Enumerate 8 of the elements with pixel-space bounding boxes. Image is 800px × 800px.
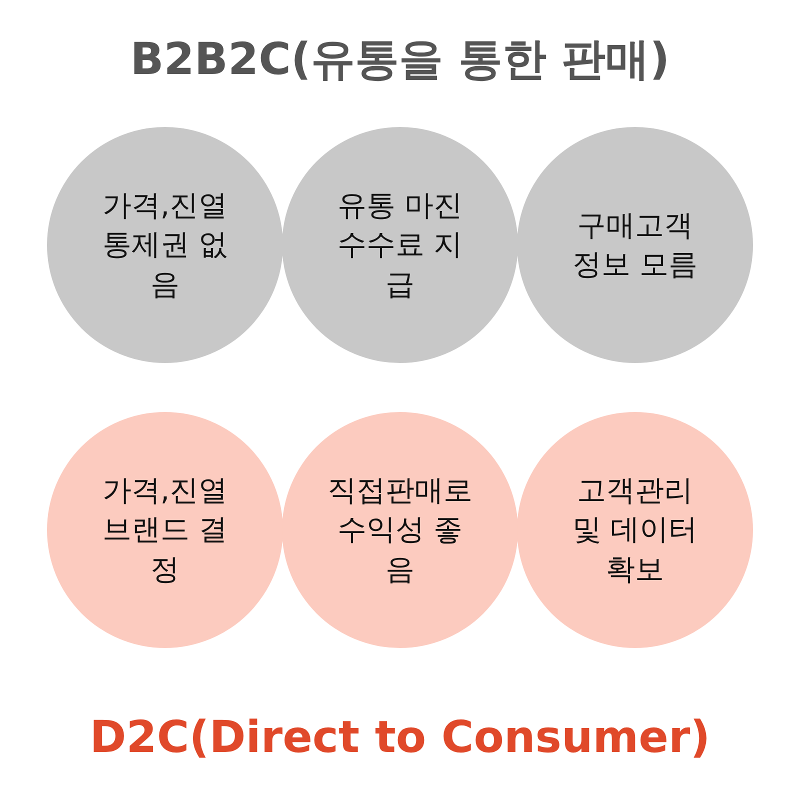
node-text: 직접판매로 수익성 좋음 — [326, 472, 474, 588]
node-text: 고객관리 및 데이터 확보 — [571, 472, 699, 588]
diagram-title: B2B2C(유통을 통한 판매) — [129, 33, 671, 87]
node-text: 유통 마진 수수료 지급 — [336, 187, 464, 303]
node-text: 가격,진열 브랜드 결정 — [101, 472, 229, 588]
node-text: 구매고객 정보 모름 — [571, 206, 699, 283]
section-heading: D2C(Direct to Consumer) — [88, 712, 712, 763]
node-text: 가격,진열 통제권 없음 — [101, 187, 229, 303]
